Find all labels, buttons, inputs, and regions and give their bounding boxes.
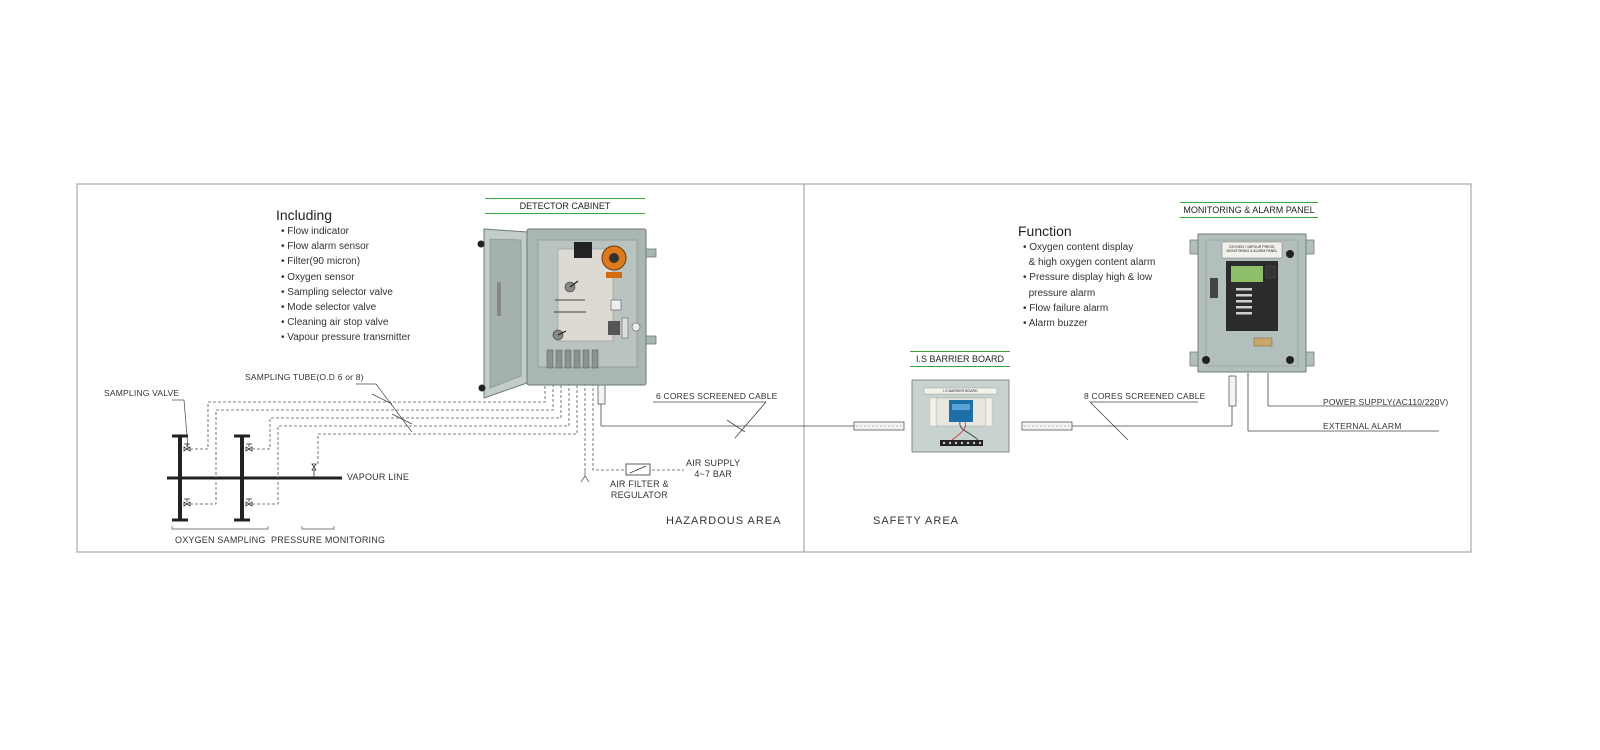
cable-8-label: 8 CORES SCREENED CABLE	[1084, 391, 1206, 401]
function-item: Flow failure alarm	[1023, 301, 1155, 316]
air-supply-label-line1: AIR SUPPLY	[686, 458, 740, 469]
feature-item: Sampling selector valve	[281, 285, 410, 300]
vapour-line-label: VAPOUR LINE	[347, 472, 409, 482]
barrier-board-plate: I.S BARRIER BOARD	[924, 389, 997, 393]
hazardous-area-label: HAZARDOUS AREA	[666, 515, 781, 527]
air-supply-label: AIR SUPPLY 4~7 BAR	[686, 458, 740, 480]
alarm-panel-plate: OXYGEN / VAPOUR PRESS. MONITORING & ALAR…	[1224, 245, 1280, 253]
safety-area-label: SAFETY AREA	[873, 515, 959, 527]
alarm-panel-function-list: Oxygen content display & high oxygen con…	[1023, 240, 1155, 331]
cable-6-label: 6 CORES SCREENED CABLE	[656, 391, 778, 401]
pressure-monitoring-label: PRESSURE MONITORING	[271, 535, 385, 545]
function-item: Alarm buzzer	[1023, 316, 1155, 331]
air-filter-label: AIR FILTER & REGULATOR	[610, 479, 669, 501]
function-item: Pressure display high & low	[1023, 270, 1155, 285]
detector-features-heading: Including	[276, 207, 332, 223]
detector-cabinet-title: DETECTOR CABINET	[485, 198, 645, 214]
air-filter-label-line2: REGULATOR	[610, 490, 669, 501]
air-supply-label-line2: 4~7 BAR	[686, 469, 740, 480]
feature-item: Oxygen sensor	[281, 270, 410, 285]
power-supply-label: POWER SUPPLY(AC110/220V)	[1323, 397, 1448, 407]
alarm-panel-function-heading: Function	[1018, 223, 1072, 239]
sampling-tube-label: SAMPLING TUBE(O.D 6 or 8)	[245, 372, 364, 382]
feature-item: Vapour pressure transmitter	[281, 330, 410, 345]
barrier-board-title: I.S BARRIER BOARD	[910, 351, 1010, 367]
function-item: & high oxygen content alarm	[1023, 255, 1155, 270]
oxygen-sampling-label: OXYGEN SAMPLING	[175, 535, 266, 545]
function-item: pressure alarm	[1023, 286, 1155, 301]
function-item: Oxygen content display	[1023, 240, 1155, 255]
feature-item: Mode selector valve	[281, 300, 410, 315]
alarm-panel-title: MONITORING & ALARM PANEL	[1180, 202, 1318, 218]
alarm-panel-image	[1190, 234, 1314, 372]
feature-item: Filter(90 micron)	[281, 254, 410, 269]
feature-item: Cleaning air stop valve	[281, 315, 410, 330]
detector-cabinet-image	[478, 229, 657, 398]
air-filter-label-line1: AIR FILTER &	[610, 479, 669, 490]
detector-features-list: Flow indicator Flow alarm sensor Filter(…	[281, 224, 410, 346]
external-alarm-label: EXTERNAL ALARM	[1323, 421, 1402, 431]
feature-item: Flow alarm sensor	[281, 239, 410, 254]
feature-item: Flow indicator	[281, 224, 410, 239]
air-filter-symbol	[626, 464, 650, 475]
sampling-valve-label: SAMPLING VALVE	[104, 388, 179, 398]
